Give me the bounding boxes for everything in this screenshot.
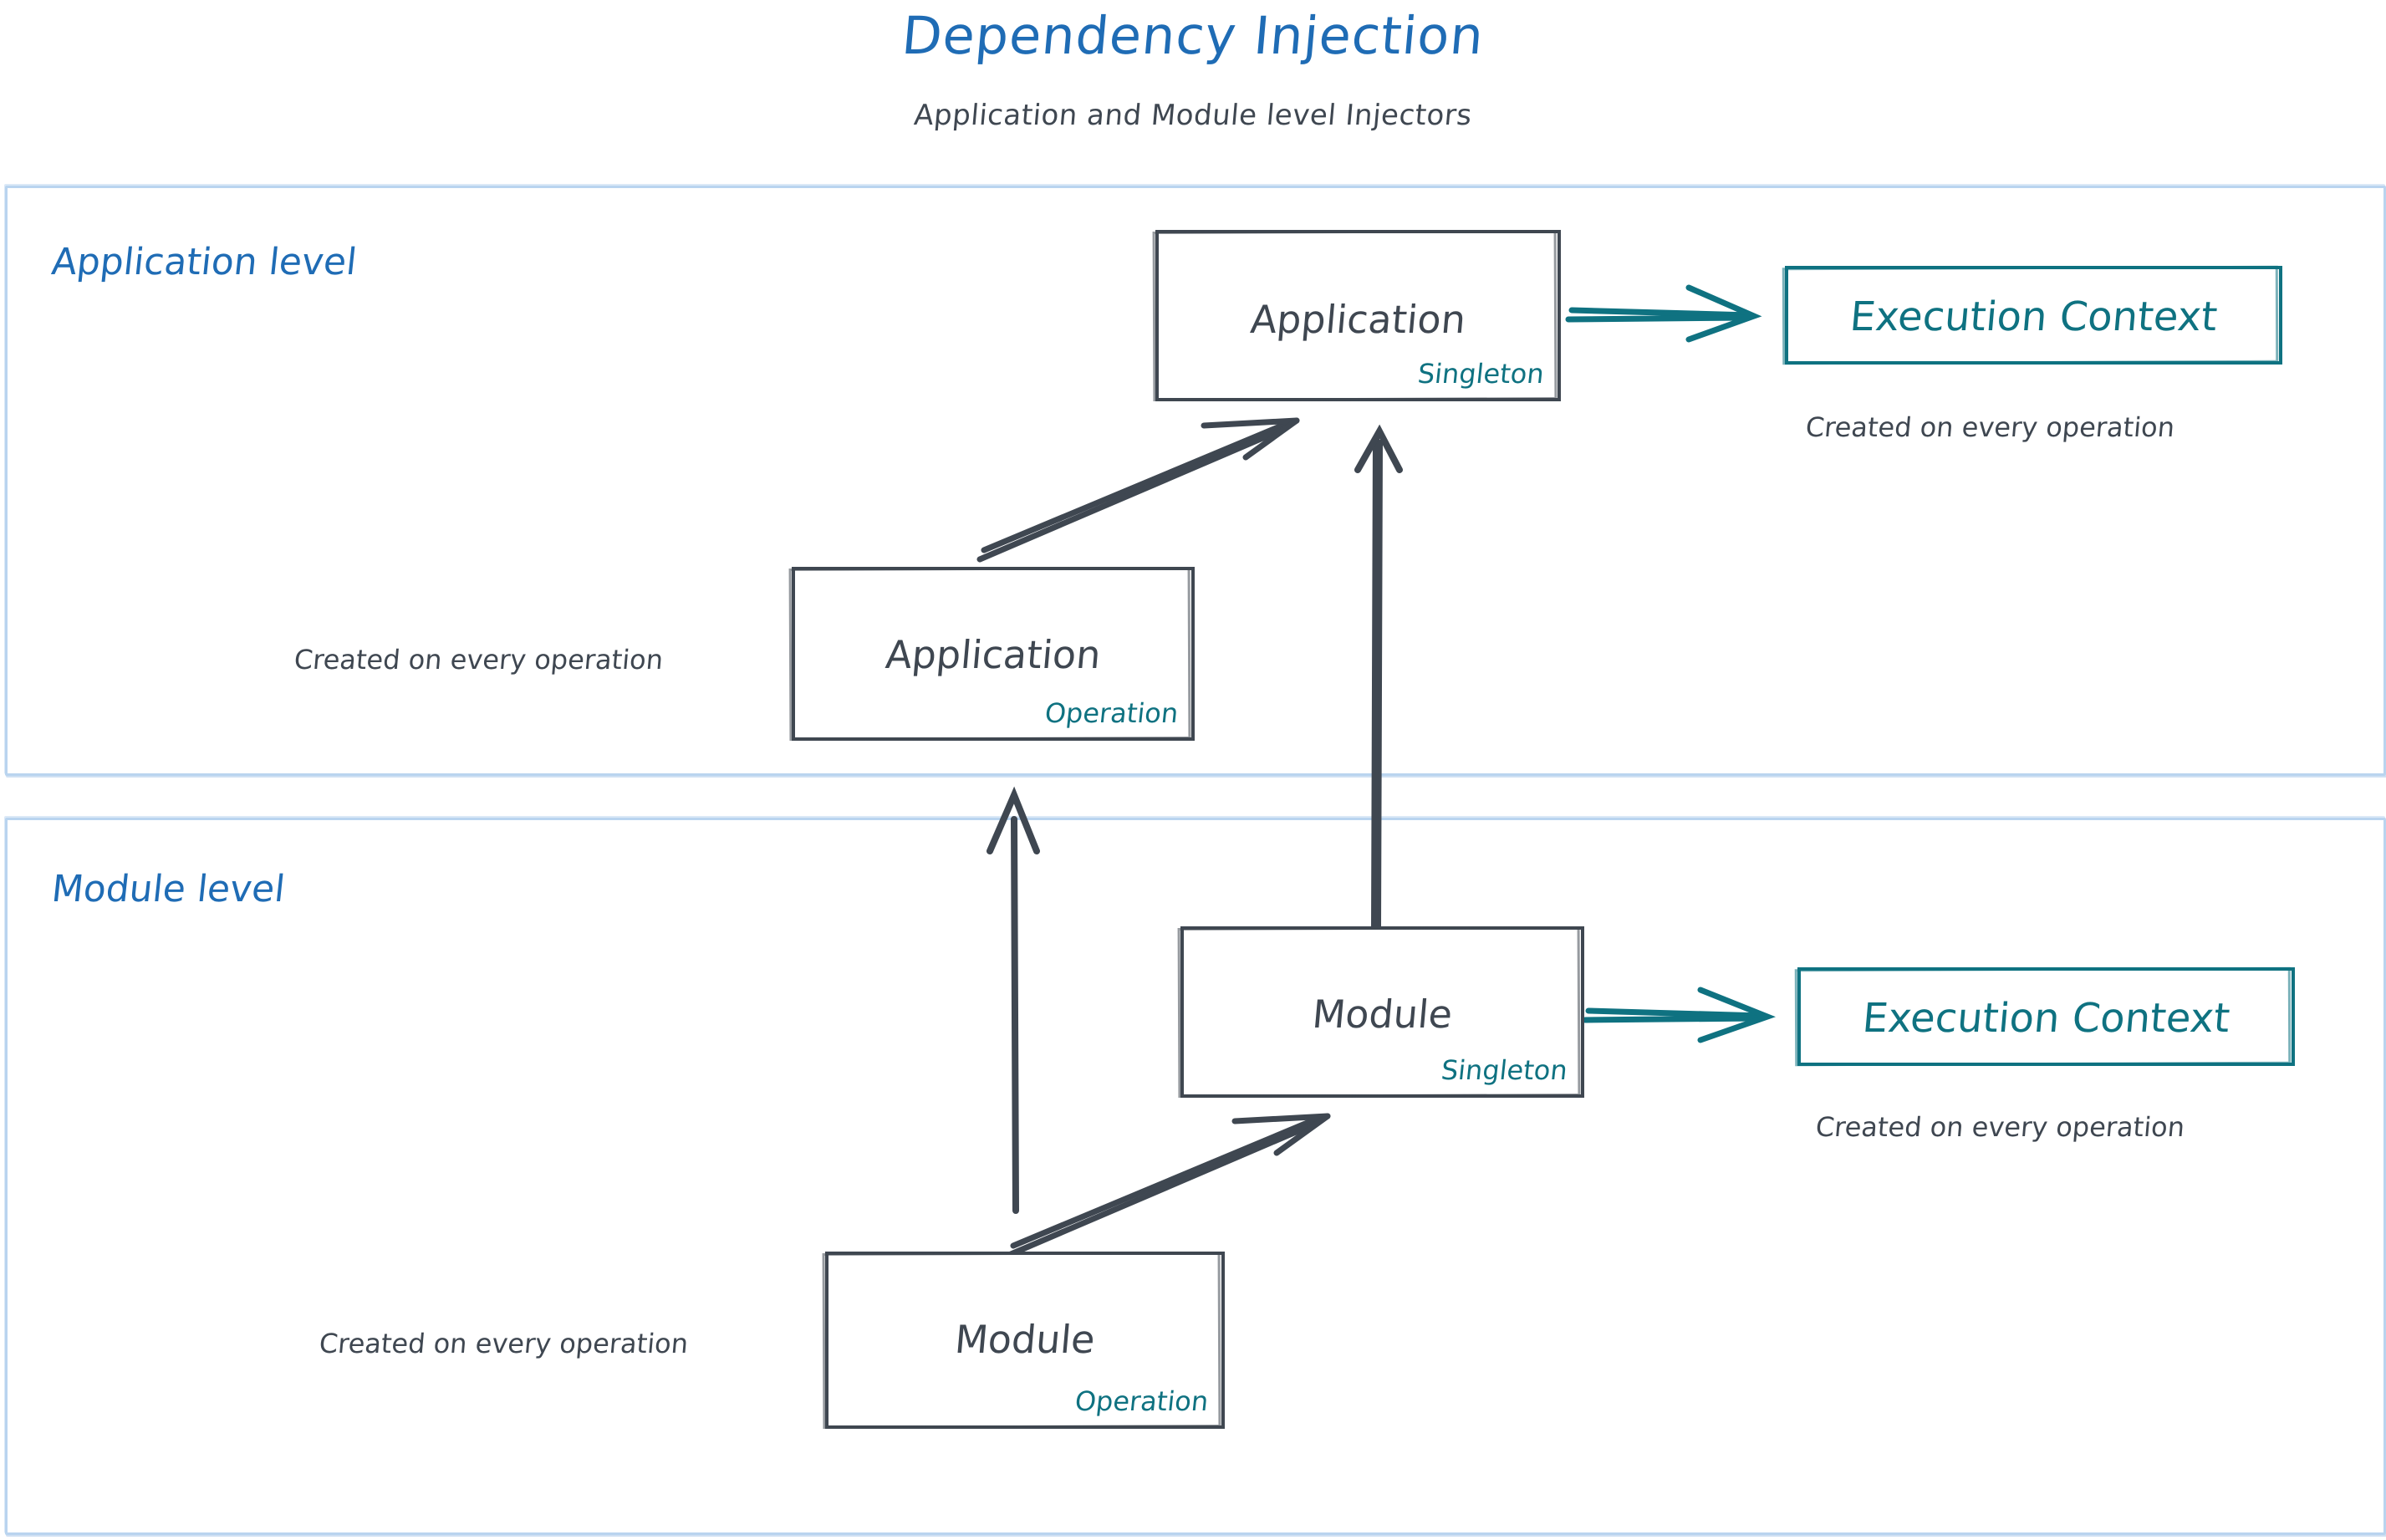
node-module-operation-title: Module bbox=[952, 1317, 1098, 1362]
caption-execution-context-module: Created on every operation bbox=[1814, 1111, 2186, 1143]
node-application-singleton[interactable]: Application Singleton bbox=[1155, 230, 1561, 401]
application-level-label: Application level bbox=[49, 241, 359, 283]
node-execution-context-module-title: Execution Context bbox=[1860, 995, 2232, 1042]
node-application-operation-title: Application bbox=[884, 632, 1103, 677]
node-execution-context-application[interactable]: Execution Context bbox=[1785, 266, 2282, 365]
node-module-singleton-scope: Singleton bbox=[1440, 1054, 1569, 1086]
node-execution-context-application-title: Execution Context bbox=[1848, 293, 2220, 340]
caption-module-operation: Created on every operation bbox=[318, 1328, 690, 1359]
node-module-singleton[interactable]: Module Singleton bbox=[1180, 926, 1584, 1098]
node-module-operation[interactable]: Module Operation bbox=[825, 1252, 1225, 1429]
node-execution-context-module[interactable]: Execution Context bbox=[1797, 967, 2295, 1066]
node-module-singleton-title: Module bbox=[1310, 992, 1455, 1037]
node-application-singleton-scope: Singleton bbox=[1416, 358, 1546, 390]
node-application-operation-scope: Operation bbox=[1043, 697, 1180, 729]
application-level-container bbox=[5, 186, 2386, 776]
caption-execution-context-application: Created on every operation bbox=[1804, 411, 2176, 443]
node-module-operation-scope: Operation bbox=[1073, 1385, 1210, 1417]
module-level-label: Module level bbox=[49, 868, 288, 910]
node-application-operation[interactable]: Application Operation bbox=[792, 567, 1195, 741]
page-subtitle: Application and Module level Injectors bbox=[912, 99, 1474, 132]
module-level-container bbox=[5, 818, 2386, 1535]
node-application-singleton-title: Application bbox=[1248, 297, 1468, 342]
page-title: Dependency Injection bbox=[899, 5, 1487, 66]
caption-application-operation: Created on every operation bbox=[293, 644, 665, 676]
